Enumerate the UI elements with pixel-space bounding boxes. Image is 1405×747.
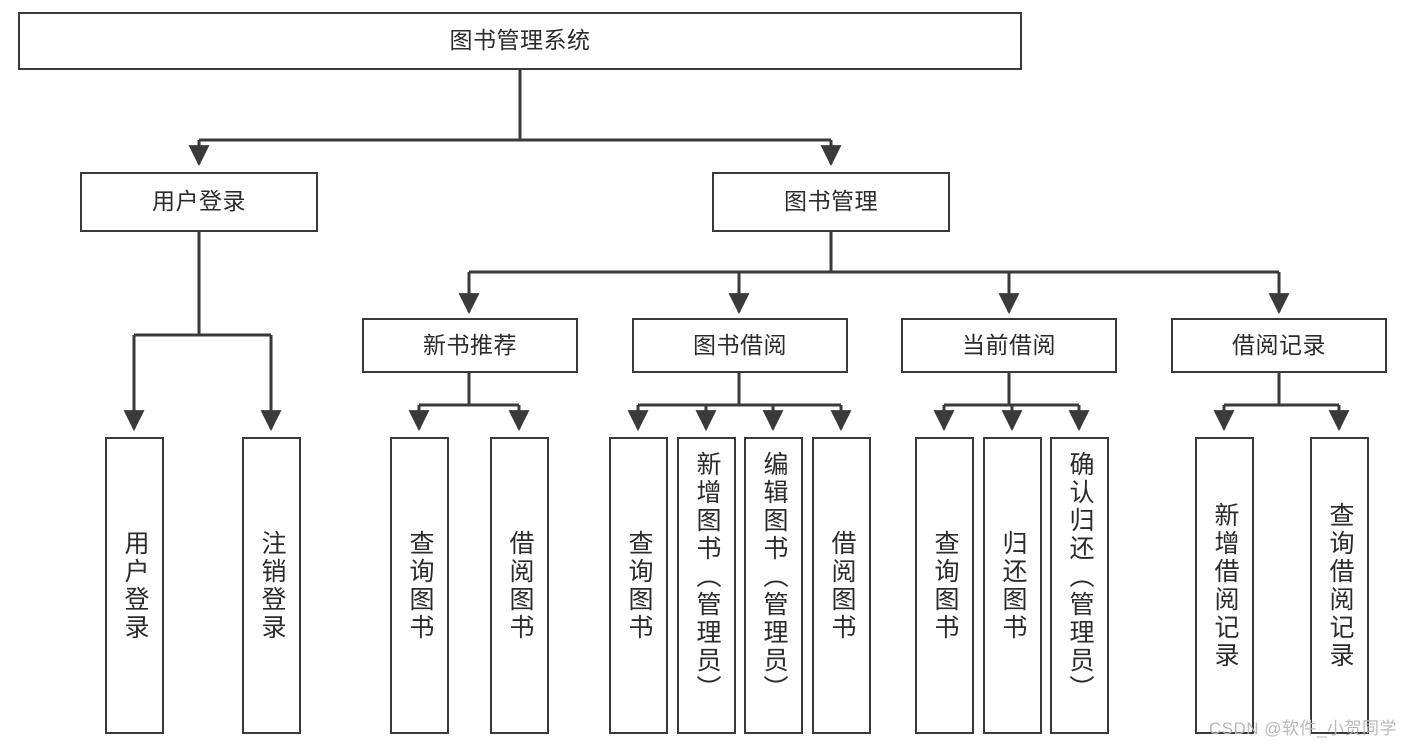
node-user-login[interactable]: 用户登录 (80, 172, 318, 232)
leaf-current-borrow-2[interactable]: 归还图书 (983, 437, 1042, 734)
leaf-book-borrow-2-label: 新增图书（管理员） (693, 451, 721, 703)
leaf-new-book-2[interactable]: 借阅图书 (490, 437, 549, 734)
leaf-user-login-2-label: 注销登录 (258, 529, 286, 642)
node-root[interactable]: 图书管理系统 (18, 12, 1022, 70)
leaf-user-login-1-label: 用户登录 (121, 529, 149, 642)
node-book-borrow[interactable]: 图书借阅 (632, 318, 848, 373)
leaf-book-borrow-2[interactable]: 新增图书（管理员） (677, 437, 736, 734)
leaf-borrow-record-1-label: 新增借阅记录 (1211, 501, 1239, 670)
leaf-user-login-1[interactable]: 用户登录 (105, 437, 164, 734)
leaf-current-borrow-3[interactable]: 确认归还（管理员） (1050, 437, 1109, 734)
leaf-book-borrow-3-label: 编辑图书（管理员） (760, 451, 788, 703)
leaf-new-book-1-label: 查询图书 (406, 529, 434, 642)
leaf-borrow-record-2-label: 查询借阅记录 (1326, 501, 1354, 670)
leaf-borrow-record-2[interactable]: 查询借阅记录 (1310, 437, 1369, 734)
leaf-book-borrow-1[interactable]: 查询图书 (609, 437, 668, 734)
leaf-book-borrow-3[interactable]: 编辑图书（管理员） (744, 437, 803, 734)
node-book-borrow-label: 图书借阅 (693, 331, 787, 358)
leaf-current-borrow-3-label: 确认归还（管理员） (1066, 451, 1094, 703)
node-new-book-label: 新书推荐 (423, 331, 517, 358)
node-borrow-record-label: 借阅记录 (1232, 331, 1326, 358)
leaf-book-borrow-1-label: 查询图书 (625, 529, 653, 642)
leaf-new-book-1[interactable]: 查询图书 (390, 437, 449, 734)
node-book-manage-label: 图书管理 (784, 188, 878, 215)
leaf-current-borrow-1[interactable]: 查询图书 (915, 437, 974, 734)
leaf-borrow-record-1[interactable]: 新增借阅记录 (1195, 437, 1254, 734)
node-borrow-record[interactable]: 借阅记录 (1171, 318, 1387, 373)
node-book-manage[interactable]: 图书管理 (712, 172, 950, 232)
leaf-current-borrow-1-label: 查询图书 (931, 529, 959, 642)
node-root-label: 图书管理系统 (449, 27, 591, 54)
leaf-book-borrow-4[interactable]: 借阅图书 (812, 437, 871, 734)
leaf-user-login-2[interactable]: 注销登录 (242, 437, 301, 734)
node-current-borrow[interactable]: 当前借阅 (901, 318, 1117, 373)
leaf-new-book-2-label: 借阅图书 (506, 529, 534, 642)
leaf-book-borrow-4-label: 借阅图书 (828, 529, 856, 642)
node-new-book[interactable]: 新书推荐 (362, 318, 578, 373)
node-current-borrow-label: 当前借阅 (962, 331, 1056, 358)
leaf-current-borrow-2-label: 归还图书 (999, 529, 1027, 642)
node-user-login-label: 用户登录 (152, 188, 246, 215)
